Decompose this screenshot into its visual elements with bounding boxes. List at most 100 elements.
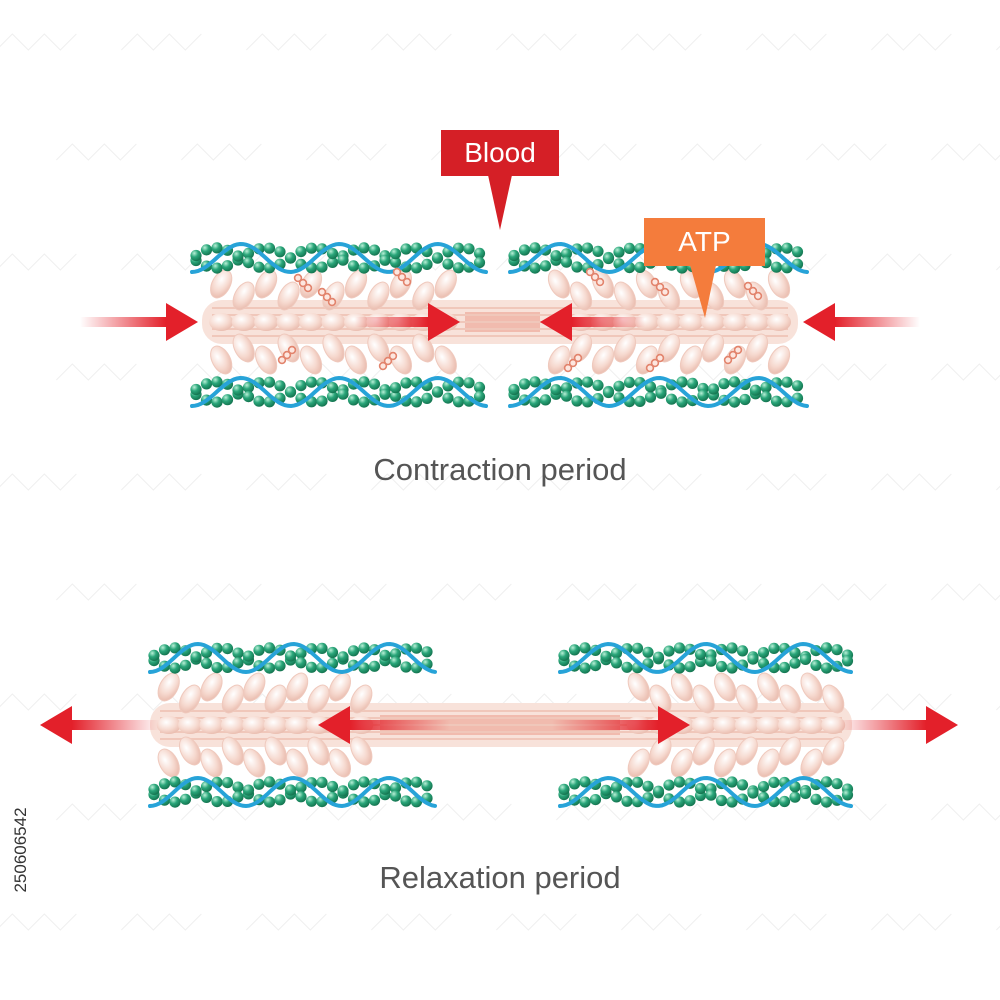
actin-bead [410, 642, 423, 654]
actin-bead [158, 778, 171, 790]
watermark-mark [246, 473, 327, 491]
actin-bead [613, 380, 625, 392]
actin-bead [179, 659, 192, 671]
actin-bead [400, 661, 412, 673]
actin-bead [242, 257, 255, 269]
actin-bead [421, 780, 433, 792]
actin-bead [592, 245, 604, 257]
myosin-head [307, 736, 330, 766]
watermark-mark [181, 143, 262, 161]
watermark-mark [181, 583, 262, 601]
cross-bridge-atom [650, 277, 660, 287]
cross-bridge-atom [293, 273, 303, 283]
blood-callout-pointer [488, 175, 512, 230]
actin-bead [673, 662, 686, 674]
actin-bead [673, 776, 686, 788]
actin-bead [263, 662, 276, 674]
actin-bead [770, 261, 783, 273]
tropomyosin-strand [148, 641, 437, 675]
actin-bead [263, 796, 276, 808]
myosin-head [713, 716, 738, 734]
watermark-mark [246, 913, 327, 931]
myosin-head [243, 672, 266, 702]
actin-bead [263, 242, 276, 254]
actin-filament [190, 375, 488, 409]
actin-bead [190, 651, 202, 663]
arrow-shaft [355, 317, 428, 327]
actin-bead [326, 256, 339, 268]
watermark-mark [121, 913, 202, 931]
watermark-mark [871, 473, 952, 491]
myosin-head [691, 716, 716, 734]
myosin-head [822, 684, 845, 714]
myosin-head [350, 736, 373, 766]
actin-bead [694, 782, 707, 795]
left-arrow [803, 303, 920, 341]
actin-bead [757, 647, 770, 659]
cross-bridge-atom [327, 297, 337, 307]
actin-bead [579, 662, 591, 674]
myosin-head [285, 672, 309, 702]
right-arrow [355, 303, 460, 341]
actin-bead [169, 662, 181, 674]
actin-bead [242, 247, 255, 259]
actin-bead [736, 645, 749, 657]
cross-bridge-atom [277, 355, 287, 365]
actin-bead [558, 649, 570, 662]
arrowhead [658, 706, 690, 744]
cross-bridge-atom [590, 272, 600, 282]
actin-bead [581, 376, 594, 388]
actin-bead [473, 391, 486, 403]
actin-bead [749, 384, 762, 396]
myosin-head [276, 313, 301, 331]
actin-bead [410, 776, 423, 788]
watermark-mark [996, 265, 1000, 271]
actin-bead [347, 260, 360, 272]
myosin-head [767, 313, 791, 331]
actin-bead [728, 376, 741, 388]
actin-bead [841, 789, 854, 801]
actin-bead [190, 785, 202, 797]
actin-bead [326, 382, 339, 394]
left-arrow [318, 706, 450, 744]
actin-bead [169, 642, 181, 654]
actin-bead [232, 791, 244, 803]
myosin-head [156, 716, 181, 734]
actin-bead [337, 388, 349, 400]
actin-bead [295, 647, 307, 659]
watermark-mark [121, 253, 202, 271]
actin-filament [508, 375, 809, 409]
cross-bridge-atom [383, 356, 393, 366]
myosin-head [778, 716, 802, 734]
actin-bead [253, 395, 265, 407]
actin-bead [400, 243, 412, 255]
cross-bridge-atom [563, 363, 573, 373]
tropomyosin-strand [190, 375, 488, 409]
cross-bridge-atom [298, 278, 308, 288]
actin-bead [190, 383, 202, 396]
arrow-shaft [350, 720, 450, 730]
actin-bead [452, 396, 465, 408]
actin-bead [253, 261, 265, 273]
actin-bead [602, 386, 615, 399]
actin-bead [431, 252, 444, 264]
actin-filament [148, 641, 437, 675]
actin-bead [529, 376, 541, 388]
myosin-head [200, 672, 223, 702]
actin-bead [644, 391, 657, 403]
watermark-mark [871, 913, 952, 931]
watermark-mark [56, 803, 137, 821]
actin-bead [820, 796, 833, 808]
watermark-mark [121, 473, 202, 491]
actin-bead [810, 659, 822, 672]
myosin-head [221, 684, 245, 714]
cross-bridge-atom [660, 287, 670, 297]
myosin-head [800, 748, 823, 778]
actin-bead [337, 254, 349, 266]
right-arrow [838, 706, 958, 744]
actin-bead [634, 395, 646, 407]
actin-bead [789, 781, 801, 793]
watermark-mark [371, 33, 452, 51]
force-arrows [40, 706, 958, 744]
actin-bead [148, 783, 160, 796]
